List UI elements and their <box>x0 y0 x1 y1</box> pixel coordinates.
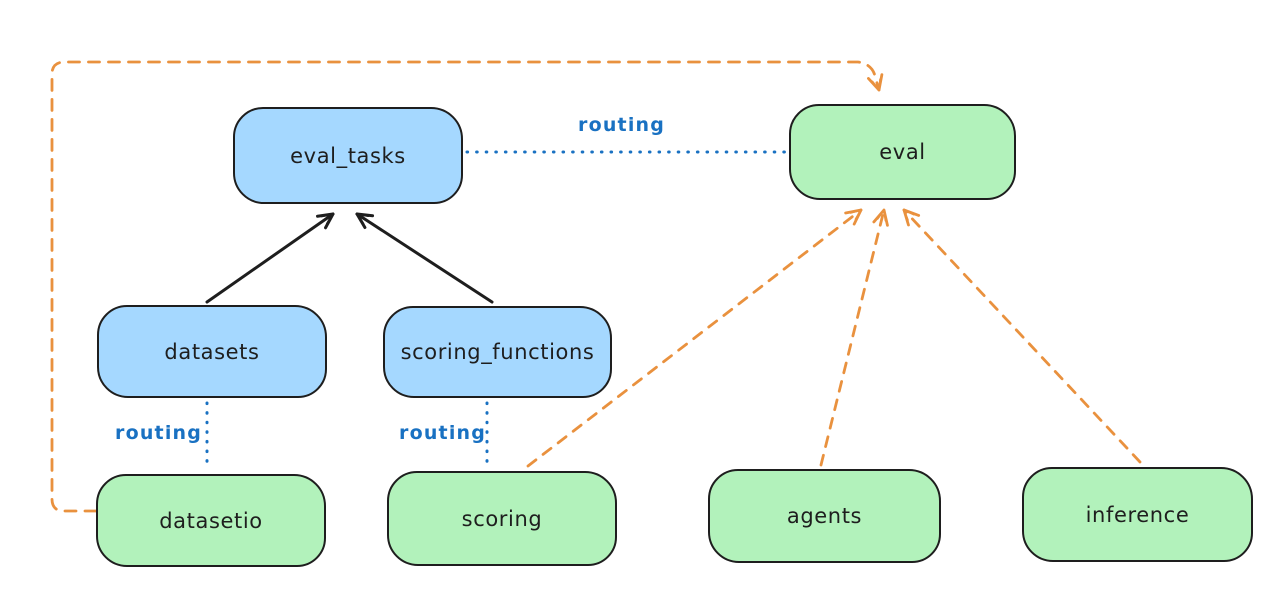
node-scoring-functions-label: scoring_functions <box>400 340 595 364</box>
node-agents-label: agents <box>786 504 863 528</box>
edge-label-routing-eval-tasks-eval: routing <box>578 114 666 136</box>
edge-scoring-to-eval <box>526 208 863 468</box>
node-scoring: scoring <box>387 471 617 566</box>
edge-scoring-functions-to-eval-tasks <box>355 212 494 304</box>
node-inference: inference <box>1022 467 1253 562</box>
edge-datasets-to-eval-tasks <box>205 212 335 304</box>
edge-datasetio-to-eval <box>50 60 884 513</box>
node-datasets-label: datasets <box>164 339 260 364</box>
edge-label-routing-datasets-datasetio: routing <box>115 422 203 444</box>
node-inference-label: inference <box>1085 502 1190 527</box>
edge-inference-to-eval <box>902 208 1142 464</box>
node-datasets: datasets <box>97 305 327 398</box>
node-scoring-functions: scoring_functions <box>383 306 612 398</box>
node-datasetio-label: datasetio <box>159 508 263 533</box>
edge-label-routing-scoring-functions-scoring: routing <box>399 422 487 444</box>
node-agents: agents <box>708 469 941 563</box>
edge-agents-to-eval <box>819 208 889 467</box>
node-eval-tasks-label: eval_tasks <box>290 143 406 168</box>
node-scoring-label: scoring <box>461 506 543 531</box>
node-eval: eval <box>789 104 1016 200</box>
node-eval-tasks: eval_tasks <box>233 107 463 204</box>
node-eval-label: eval <box>879 140 926 164</box>
node-datasetio: datasetio <box>96 474 326 567</box>
